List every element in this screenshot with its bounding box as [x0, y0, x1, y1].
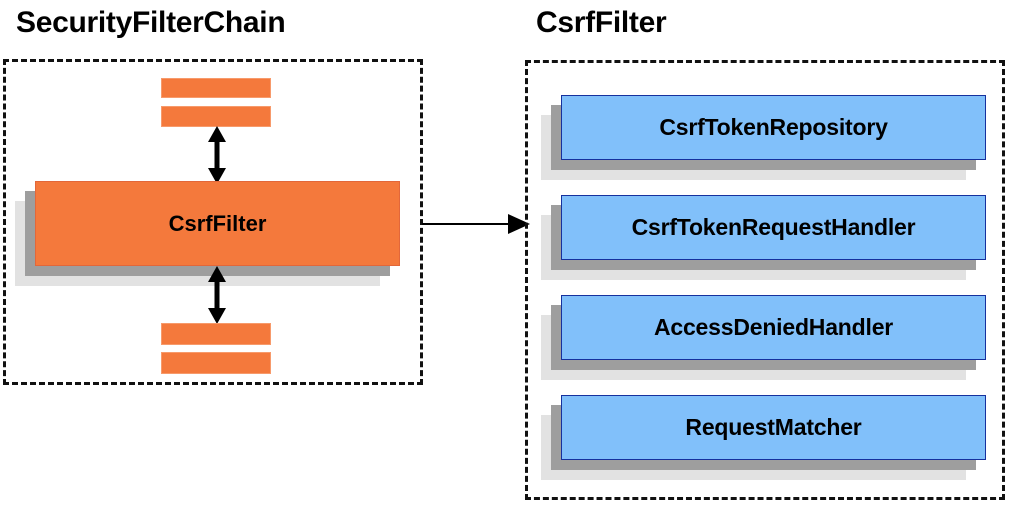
component-card-label: CsrfTokenRequestHandler: [561, 195, 986, 260]
connector-arrow-icon: [422, 214, 530, 234]
filter-bar-lower-1: [161, 323, 271, 345]
filter-bar-upper-2: [161, 106, 271, 127]
double-arrow-lower-icon: [208, 266, 226, 324]
component-card-label: CsrfTokenRepository: [561, 95, 986, 160]
page-title-security-filter-chain: SecurityFilterChain: [16, 6, 286, 39]
filter-bar-lower-2: [161, 352, 271, 374]
component-card-label: RequestMatcher: [561, 395, 986, 460]
security-filter-chain-container: [3, 59, 423, 385]
filter-bar-upper-1: [161, 78, 271, 98]
csrf-filter-card[interactable]: CsrfFilter: [15, 181, 400, 286]
csrf-filter-card-label: CsrfFilter: [35, 181, 400, 266]
csrf-filter-container: [525, 60, 1005, 500]
component-card-csrf-token-request-handler[interactable]: CsrfTokenRequestHandler: [541, 195, 986, 280]
component-card-request-matcher[interactable]: RequestMatcher: [541, 395, 986, 480]
component-card-access-denied-handler[interactable]: AccessDeniedHandler: [541, 295, 986, 380]
component-card-csrf-token-repository[interactable]: CsrfTokenRepository: [541, 95, 986, 180]
double-arrow-upper-icon: [208, 126, 226, 184]
component-card-label: AccessDeniedHandler: [561, 295, 986, 360]
page-title-csrf-filter: CsrfFilter: [536, 6, 667, 39]
